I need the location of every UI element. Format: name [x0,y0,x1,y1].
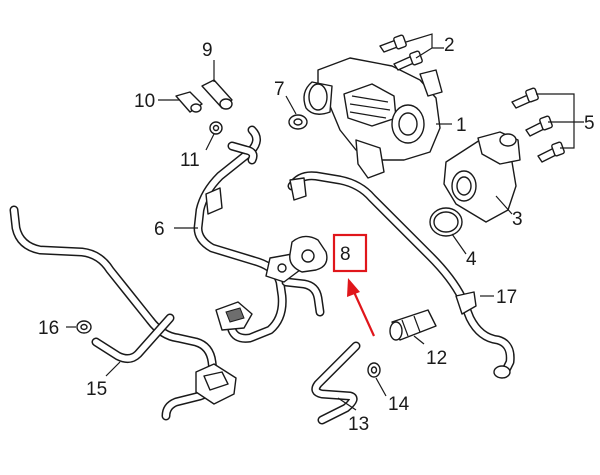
leader-11 [205,133,215,151]
leader-2 [405,33,444,59]
leader-14 [375,377,387,397]
highlight-arrow-head [347,278,360,297]
leader-15 [105,361,121,377]
callout-labels: 1 2 3 4 5 6 7 8 9 10 11 12 13 14 15 16 1… [38,35,595,435]
part-5-bolts [511,87,565,163]
part-14-washer [367,362,381,378]
callout-10: 10 [134,91,155,112]
callout-5: 5 [584,113,595,134]
part-2-bolts [379,34,423,71]
part-11-washer [209,121,223,135]
part-10-sensor [175,91,203,113]
highlight-part-8 [332,233,376,337]
callout-9: 9 [202,40,213,61]
part-12-connector [389,309,437,341]
part-15-coolant-pipe [9,205,237,421]
callout-2: 2 [444,35,455,56]
part-17-coolant-hose [287,171,515,379]
leader-13 [337,397,357,411]
part-7-gasket [288,114,308,130]
part-9-sensor [201,79,233,110]
highlight-arrow-shaft [352,291,376,337]
callout-11: 11 [180,150,200,171]
callout-7: 7 [274,79,285,100]
callout-15: 15 [86,379,107,400]
callout-16: 16 [38,318,59,339]
highlight-box [332,233,368,273]
callout-13: 13 [348,414,369,435]
leader-5 [536,93,584,149]
leader-12 [413,335,425,345]
leader-7 [285,95,297,115]
callout-6: 6 [154,219,165,240]
part-8-gasket [289,235,328,273]
callout-14: 14 [388,394,410,415]
leader-4 [451,233,467,255]
leader-3 [495,195,513,215]
callout-3: 3 [512,209,523,230]
part-16-washer [76,320,92,334]
callout-1: 1 [456,115,467,136]
part-3-egr-cooler [443,131,521,223]
callout-12: 12 [426,348,447,369]
callout-17: 17 [496,287,517,308]
callout-4: 4 [466,249,477,270]
leader-lines [66,33,584,411]
part-4-o-ring [429,207,463,237]
part-6-coolant-hose [193,125,325,343]
part-13-pipe [311,341,361,425]
part-1-egr-valve [303,57,443,179]
callout-8: 8 [340,244,351,265]
